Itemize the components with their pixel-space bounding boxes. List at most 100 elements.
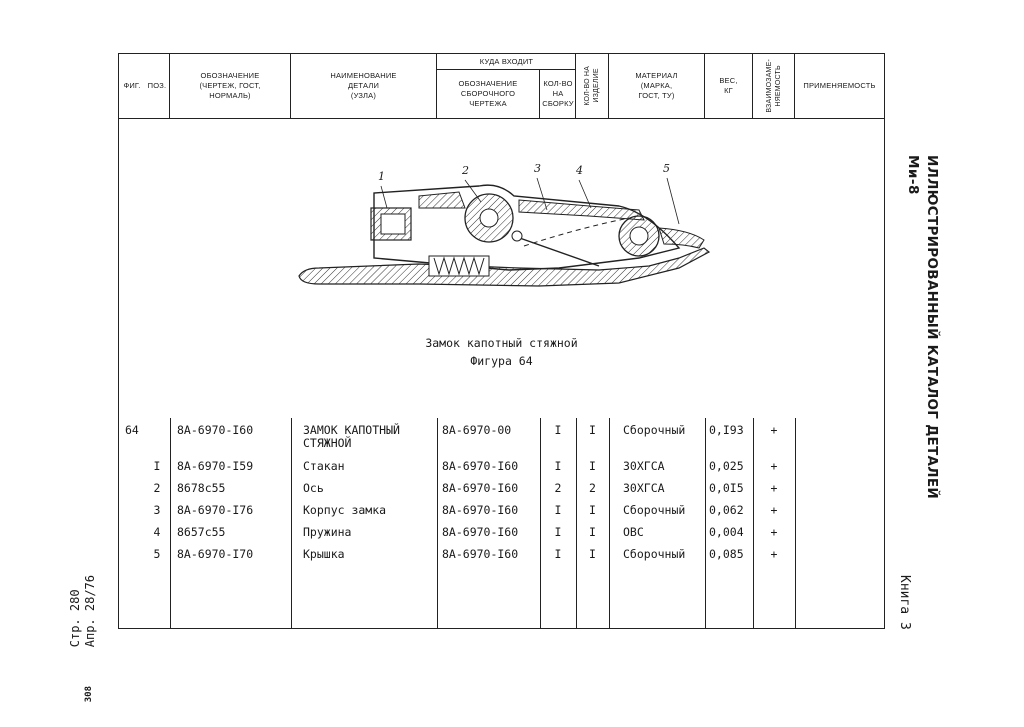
cell-interchangeability: + (770, 503, 778, 517)
cell-interchangeability: + (770, 423, 778, 437)
cell-interchangeability: + (770, 525, 778, 539)
col-rule (609, 418, 610, 628)
cell-qty-assembly: 2 (554, 481, 562, 495)
header-pos: ПОЗ. (145, 54, 170, 118)
table-row: I 8А-6970-I59 Стакан 8А-6970-I60 I I 30Х… (119, 460, 884, 481)
cell-assembly: 8А-6970-I60 (442, 459, 519, 473)
figure-caption-title: Замок капотный стяжной (425, 336, 578, 350)
cell-weight: 0,062 (709, 503, 744, 517)
header-interchangeability-cell: ВЗАИМОЗАМЕ- НЯЕМОСТЬ (753, 54, 795, 118)
callout-1: 1 (378, 170, 385, 183)
cell-interchangeability: + (770, 481, 778, 495)
table-row: 2 8678с55 Ось 8А-6970-I60 2 2 30ХГСА 0,0… (119, 482, 884, 503)
cell-material: 30ХГСА (623, 481, 665, 495)
cell-material: 30ХГСА (623, 459, 665, 473)
figure-area: 1 2 3 4 5 Замок капотный стяжной Фигура … (119, 118, 884, 418)
table-row: 3 8А-6970-I76 Корпус замка 8А-6970-I60 I… (119, 504, 884, 525)
cell-weight: 0,085 (709, 547, 744, 561)
header-part-name: НАИМЕНОВАНИЕ ДЕТАЛИ (УЗЛА) (291, 54, 437, 118)
cell-interchangeability: + (770, 547, 778, 561)
aircraft-model-title: Ми-8 (905, 155, 921, 195)
header-material: МАТЕРИАЛ (МАРКА, ГОСТ, ТУ) (609, 54, 705, 118)
cell-designation: 8657с55 (177, 525, 226, 539)
catalog-page-frame: ФИГ. ПОЗ. ОБОЗНАЧЕНИЕ (ЧЕРТЕЖ, ГОСТ, НОР… (118, 53, 885, 629)
header-designation: ОБОЗНАЧЕНИЕ (ЧЕРТЕЖ, ГОСТ, НОРМАЛЬ) (170, 54, 291, 118)
col-rule (795, 418, 796, 628)
cell-qty-assembly: I (554, 423, 562, 437)
cell-qty-assembly: I (554, 547, 562, 561)
cell-name: ЗАМОК КАПОТНЫЙ СТЯЖНОЙ (303, 423, 400, 450)
cell-assembly: 8А-6970-00 (442, 423, 512, 437)
cell-pos: 4 (153, 525, 161, 539)
table-row: 64 8А-6970-I60 ЗАМОК КАПОТНЫЙ СТЯЖНОЙ 8А… (119, 423, 884, 450)
cell-qty-assembly: I (554, 459, 562, 473)
header-fig: ФИГ. (123, 81, 141, 90)
cell-weight: 0,I93 (709, 423, 744, 437)
col-rule (437, 418, 438, 628)
cell-assembly: 8А-6970-I60 (442, 525, 519, 539)
table-row: 4 8657с55 Пружина 8А-6970-I60 I I ОВС 0,… (119, 526, 884, 547)
callout-2: 2 (462, 164, 469, 177)
sheet-number: 308 (84, 686, 94, 703)
header-qty-assembly: КОЛ-ВО НА СБОРКУ (542, 79, 574, 108)
revision-date: Апр. 28/76 (83, 575, 97, 648)
callout-4: 4 (576, 164, 583, 177)
callout-5: 5 (663, 162, 670, 175)
cell-material: ОВС (623, 525, 644, 539)
cell-material: Сборочный (623, 547, 686, 561)
col-rule (291, 418, 292, 628)
cell-qty-product: 2 (589, 481, 596, 495)
col-rule (540, 418, 541, 628)
cell-material: Сборочный (623, 423, 686, 437)
page-number: Стр. 280 (68, 589, 82, 648)
cell-material: Сборочный (623, 503, 686, 517)
table-row: 5 8А-6970-I70 Крышка 8А-6970-I60 I I Сбо… (119, 548, 884, 569)
cell-weight: 0,004 (709, 525, 744, 539)
cell-pos: I (153, 459, 161, 473)
book-number: Книга 3 (897, 575, 912, 630)
cell-name: Ось (303, 481, 324, 495)
figure-caption-number: Фигура 64 (470, 354, 533, 368)
header-weight: ВЕС, КГ (705, 54, 753, 118)
cell-designation: 8А-6970-I70 (177, 547, 254, 561)
cell-pos: 5 (153, 547, 161, 561)
cell-designation: 8А-6970-I59 (177, 459, 254, 473)
cell-assembly: 8А-6970-I60 (442, 547, 519, 561)
col-rule (170, 418, 171, 628)
hood-latch-drawing (298, 177, 711, 287)
col-rule (753, 418, 754, 628)
header-interchangeability: ВЗАИМОЗАМЕ- НЯЕМОСТЬ (765, 59, 782, 113)
cell-qty-product: I (589, 459, 596, 473)
cell-name: Стакан (303, 459, 345, 473)
cell-qty-assembly: I (554, 525, 562, 539)
cell-designation: 8А-6970-I60 (177, 423, 254, 437)
header-goes-into-group: КУДА ВХОДИТ ОБОЗНАЧЕНИЕ СБОРОЧНОГО ЧЕРТЕ… (437, 54, 576, 118)
catalog-title: ИЛЛЮСТРИРОВАННЫЙ КАТАЛОГ ДЕТАЛЕЙ (924, 155, 940, 499)
cell-pos: 2 (153, 481, 161, 495)
cell-qty-assembly: I (554, 503, 562, 517)
cell-qty-product: I (589, 525, 596, 539)
cell-qty-product: I (589, 503, 596, 517)
cell-qty-product: I (589, 423, 596, 437)
header-applicability: ПРИМЕНЯЕМОСТЬ (803, 81, 876, 90)
header-goes-into: КУДА ВХОДИТ (437, 54, 576, 70)
table-header: ФИГ. ПОЗ. ОБОЗНАЧЕНИЕ (ЧЕРТЕЖ, ГОСТ, НОР… (119, 54, 884, 119)
col-rule (705, 418, 706, 628)
cell-assembly: 8А-6970-I60 (442, 481, 519, 495)
header-qty-product-cell: КОЛ-ВО НА ИЗДЕЛИЕ (576, 54, 609, 118)
cell-weight: 0,0I5 (709, 481, 744, 495)
cell-name: Пружина (303, 525, 352, 539)
page-info: Стр. 280 Апр. 28/76 (68, 575, 98, 647)
header-qty-product: КОЛ-ВО НА ИЗДЕЛИЕ (584, 66, 600, 106)
cell-pos: 3 (153, 503, 161, 517)
cell-designation: 8678с55 (177, 481, 226, 495)
cell-assembly: 8А-6970-I60 (442, 503, 519, 517)
cell-name: Крышка (303, 547, 345, 561)
cell-weight: 0,025 (709, 459, 744, 473)
cell-fig: 64 (125, 423, 139, 437)
cell-interchangeability: + (770, 459, 778, 473)
callout-3: 3 (534, 162, 541, 175)
header-assembly-designation: ОБОЗНАЧЕНИЕ СБОРОЧНОГО ЧЕРТЕЖА (437, 70, 540, 118)
cell-designation: 8А-6970-I76 (177, 503, 254, 517)
cell-name: Корпус замка (303, 503, 387, 517)
